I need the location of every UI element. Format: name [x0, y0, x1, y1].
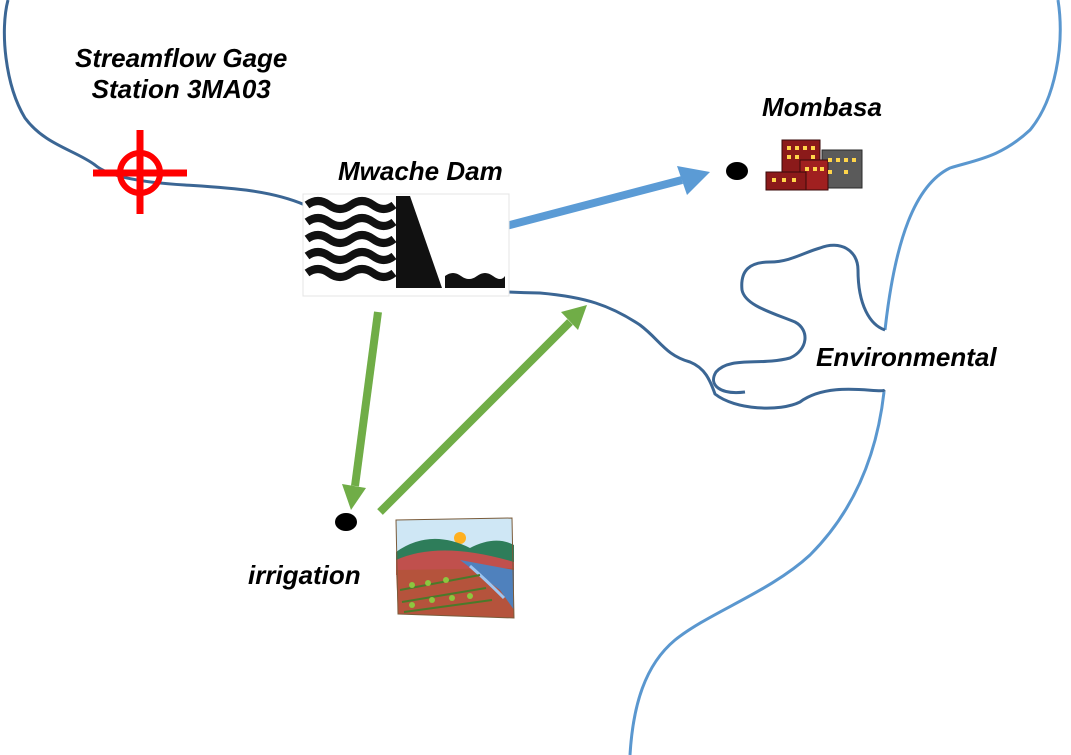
city-buildings-icon: [765, 139, 863, 191]
city-node: [726, 162, 748, 180]
gage-station-label-line1: Streamflow Gage: [75, 43, 288, 73]
city-label: Mombasa: [762, 92, 882, 122]
irrigation-node: [335, 513, 357, 531]
irrigation-label: irrigation: [248, 560, 361, 590]
gage-station-label-line2: Station 3MA03: [91, 74, 271, 104]
environmental-label: Environmental: [816, 342, 997, 372]
crosshair-icon: [93, 130, 187, 214]
coastline-north: [883, 0, 1062, 331]
gage-station-label: Streamflow Gage Station 3MA03: [75, 43, 287, 105]
dam-label: Mwache Dam: [338, 156, 503, 186]
dam-icon: [302, 193, 510, 297]
irrigation-supply-arrow: [351, 311, 382, 487]
irrigation-return-arrowhead: [561, 305, 587, 330]
estuary: [712, 243, 886, 395]
coastline-south: [628, 391, 886, 755]
irrigation-supply-arrowhead: [342, 484, 366, 510]
supply-arrowhead: [677, 166, 710, 195]
farmland-icon: [395, 517, 515, 619]
irrigation-return-arrow: [377, 319, 573, 515]
